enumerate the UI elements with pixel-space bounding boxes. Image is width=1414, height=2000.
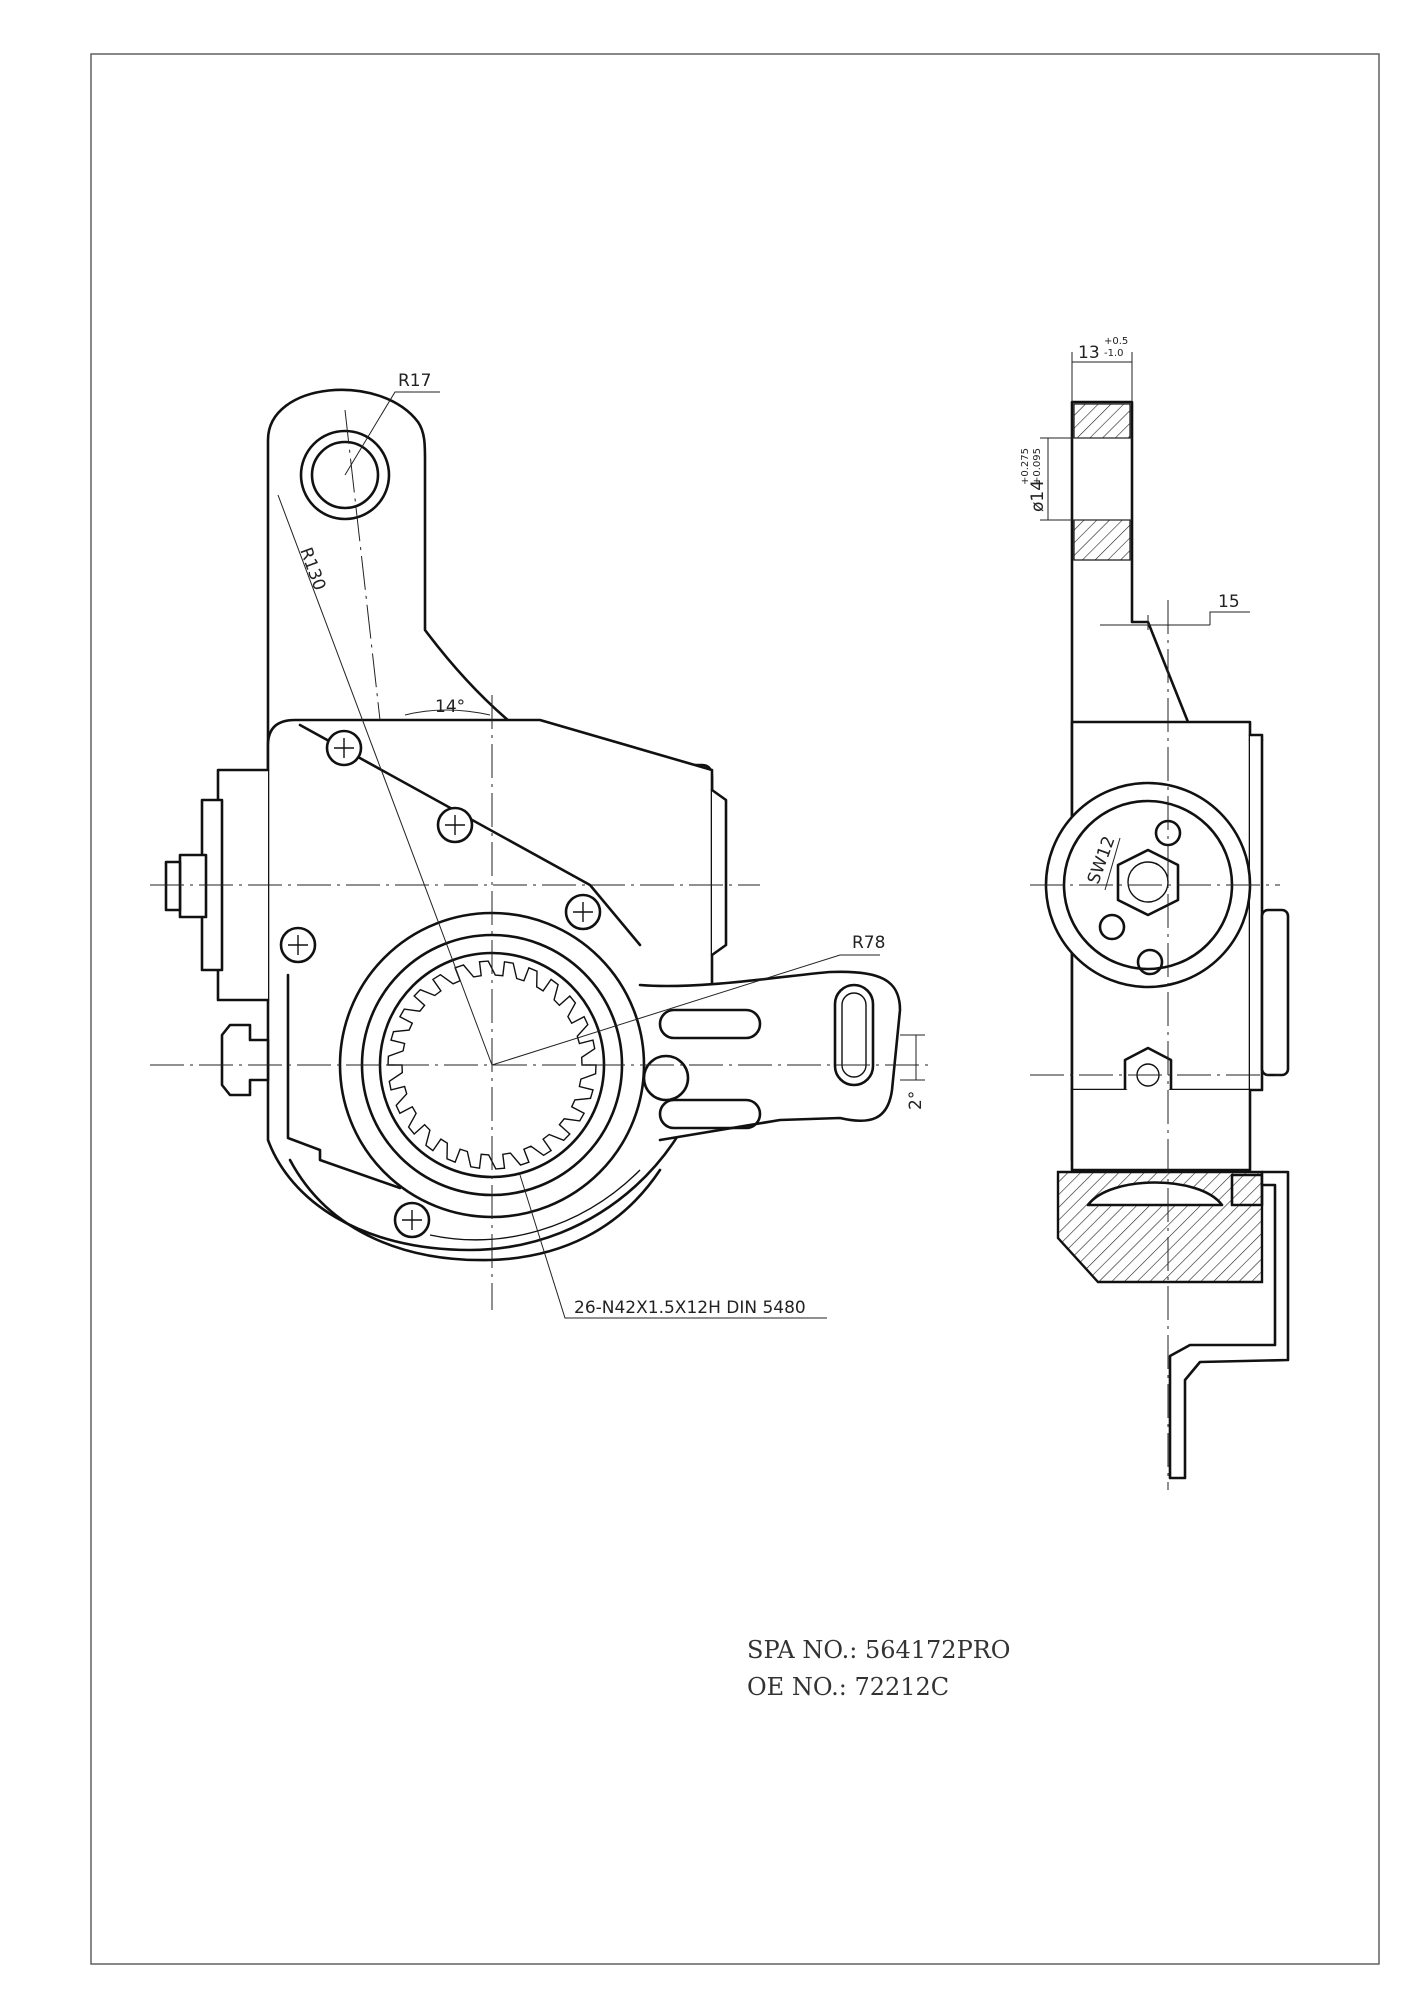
dim-spline-spec: 26-N42X1.5X12H DIN 5480 <box>574 1298 806 1318</box>
dim-line-14 <box>1040 437 1072 521</box>
front-view: R17 R130 14° R78 2° 26-N42X1.5X12H DIN 5… <box>150 371 930 1319</box>
screw-1 <box>325 729 363 767</box>
dim-line-15 <box>1100 611 1250 630</box>
clevis-slot-1 <box>658 1008 762 1040</box>
side-arm-hatch-top <box>1073 403 1131 439</box>
dim-15: 15 <box>1218 592 1240 612</box>
centerline-arm <box>344 409 381 721</box>
adjusting-hex <box>178 853 208 919</box>
dim-line-r17 <box>344 391 440 476</box>
side-housing-right <box>1248 733 1264 1092</box>
side-flange <box>1260 908 1290 1077</box>
dim-r78: R78 <box>852 933 885 953</box>
side-small-hole-2 <box>1098 913 1126 941</box>
pin-hole-inner <box>310 440 380 510</box>
dim-line-r78 <box>491 954 880 1066</box>
clevis-pin <box>642 1054 690 1102</box>
dim-line-spline <box>519 1174 827 1319</box>
pin-hole-outer <box>299 429 391 521</box>
dim-line-13 <box>1071 352 1133 402</box>
dim-14-tol-upper: +0.275 <box>1020 448 1031 485</box>
dim-14-hole: ø14 <box>1028 480 1048 512</box>
dim-2deg: 2° <box>906 1091 926 1110</box>
lever-arm <box>638 970 902 1142</box>
housing-rib <box>298 723 642 947</box>
oe-number: OE NO.: 72212C <box>747 1673 950 1701</box>
housing-cover <box>288 1158 662 1262</box>
dim-14deg: 14° <box>435 697 465 717</box>
side-hex-nut <box>1116 848 1180 917</box>
dim-13: 13 <box>1078 343 1100 363</box>
part-info-block: SPA NO.: 564172PRO OE NO.: 72212C <box>747 1632 1010 1706</box>
screw-2 <box>436 806 474 844</box>
grease-fitting <box>220 1023 270 1097</box>
side-lower-body <box>1070 1088 1252 1172</box>
dim-line-2deg <box>900 1034 925 1081</box>
dim-13-tol-lower: -1.0 <box>1104 348 1124 359</box>
housing-body <box>266 718 714 1252</box>
side-bearing <box>1086 1181 1224 1207</box>
dim-13-tol-upper: +0.5 <box>1104 336 1128 347</box>
screw-4 <box>279 926 317 964</box>
dim-14-tol-lower: +0.095 <box>1032 448 1043 485</box>
screw-5 <box>393 1201 431 1239</box>
side-bracket <box>1168 1170 1290 1480</box>
lever-slot-inner <box>841 992 867 1078</box>
spa-number: SPA NO.: 564172PRO <box>747 1636 1011 1664</box>
dim-r17: R17 <box>398 371 431 391</box>
adjusting-hex-shank <box>164 860 182 912</box>
dim-line-r130 <box>277 494 493 1066</box>
control-arm-wire <box>286 973 402 1190</box>
lever-slot <box>833 983 875 1087</box>
dim-line-14deg <box>404 695 493 716</box>
side-seal <box>1230 1173 1264 1207</box>
side-arm-hatch-mid <box>1073 519 1131 561</box>
clevis-slot-2 <box>658 1098 762 1130</box>
housing-right-boss <box>710 788 728 957</box>
side-hex-hole <box>1127 861 1169 903</box>
side-view: 13 +0.5 -1.0 ø14 +0.275 +0.095 15 SW12 <box>1020 336 1290 1490</box>
screw-3 <box>564 893 602 931</box>
dim-line-sw12 <box>1104 837 1121 891</box>
side-small-hole-3 <box>1136 948 1164 976</box>
sheet-border <box>90 53 1380 1965</box>
cover-slot <box>429 1169 641 1241</box>
